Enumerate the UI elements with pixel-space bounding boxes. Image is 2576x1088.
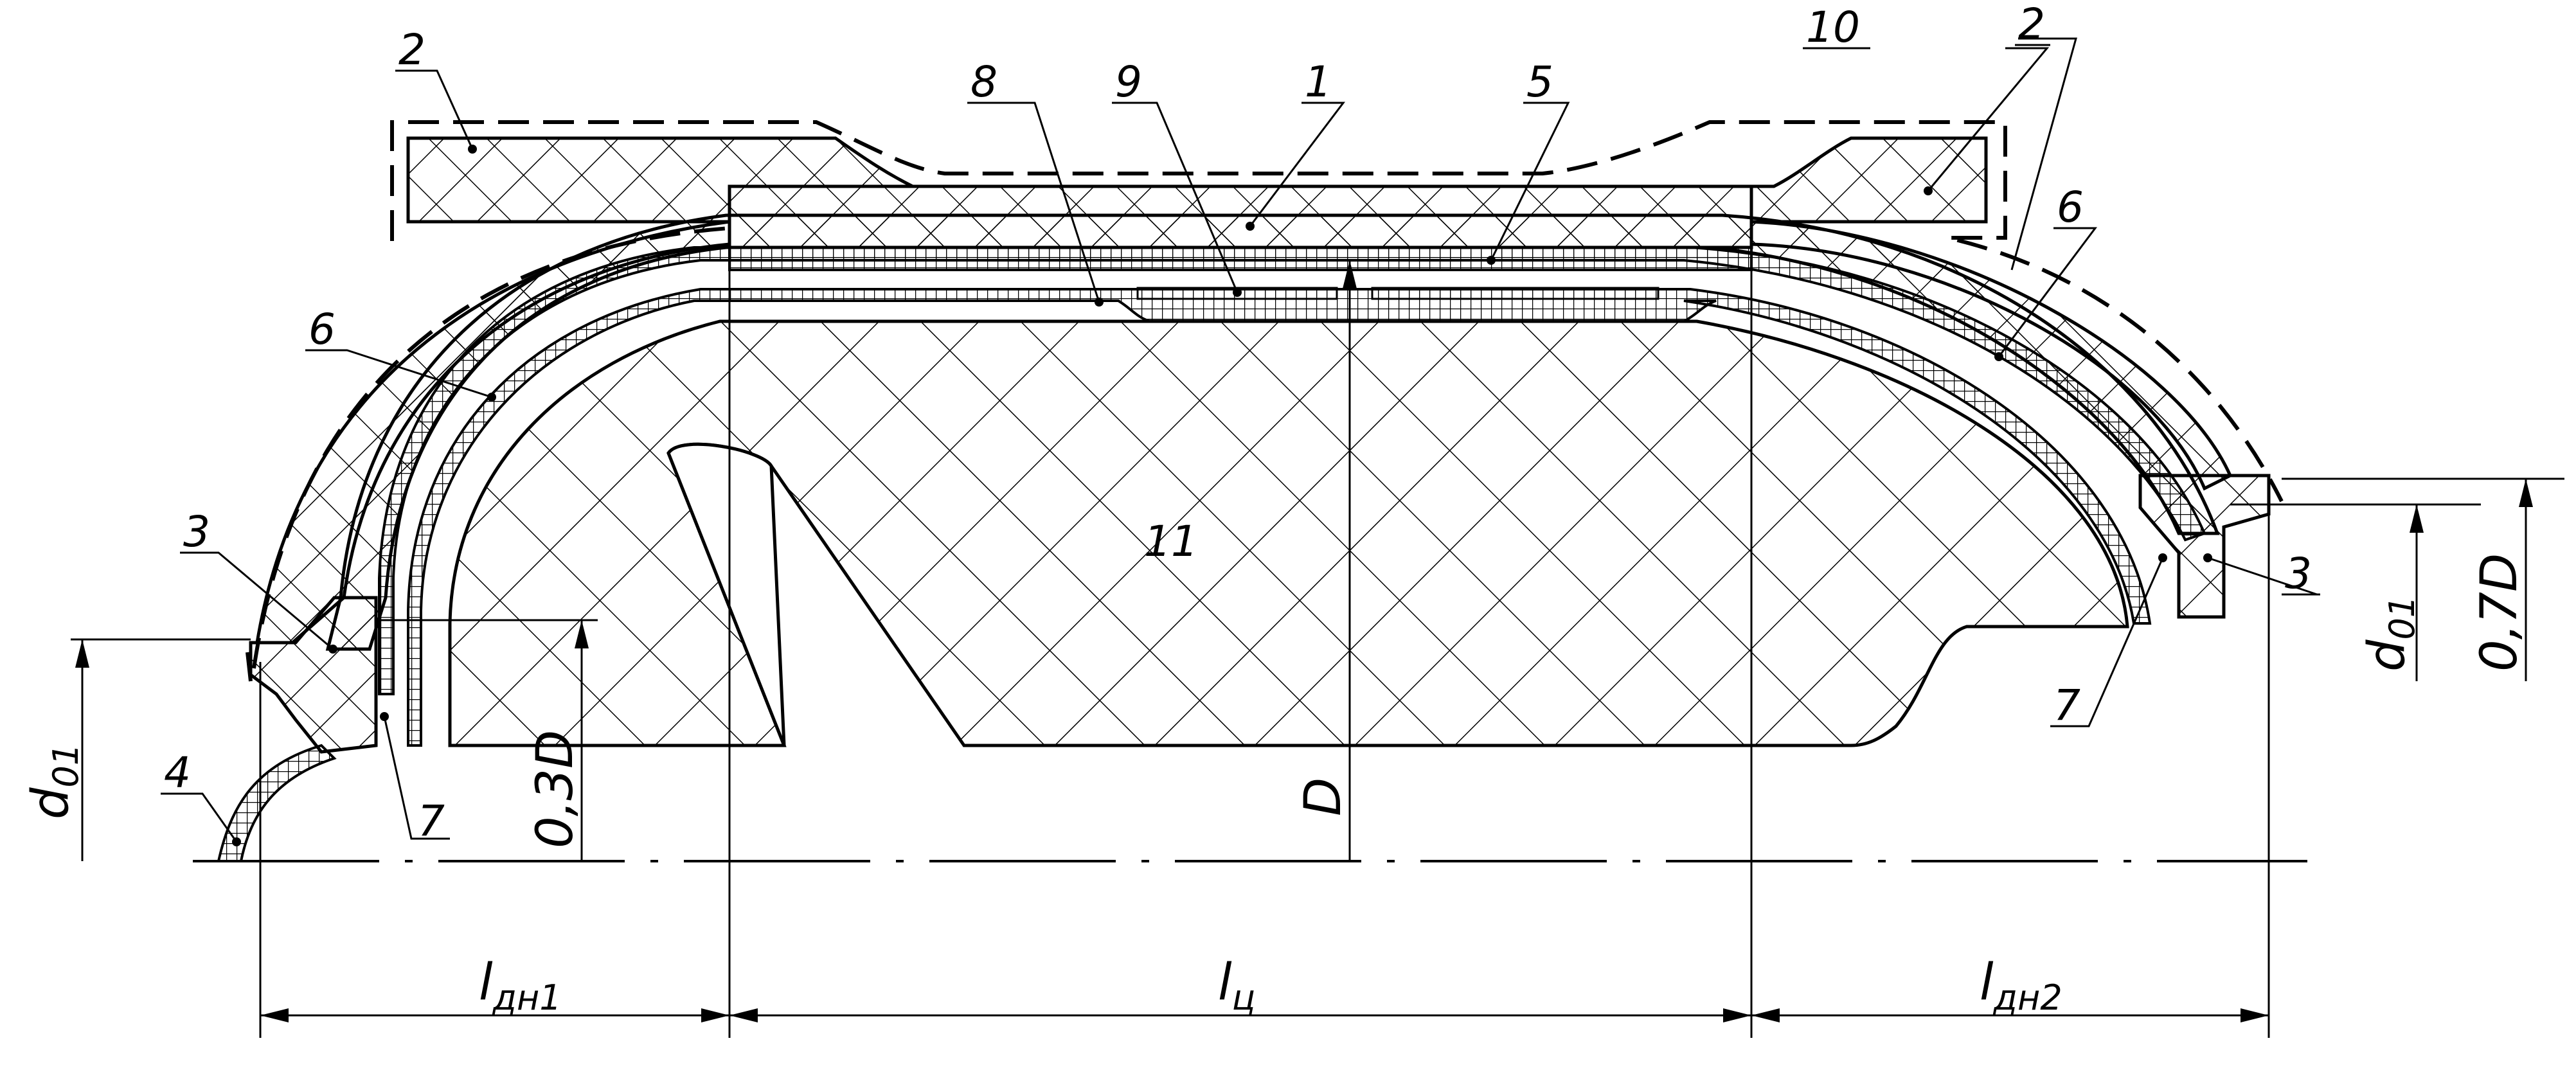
callout-7-left: 7 — [418, 796, 445, 846]
callout-6-right: 6 — [2057, 183, 2084, 232]
leader-dots — [232, 145, 2212, 846]
callout-3-right: 3 — [2285, 549, 2312, 598]
callout-7-right: 7 — [2053, 681, 2080, 730]
dim-label-d01-right: d01 — [2358, 596, 2422, 672]
cylinder-5-band — [728, 246, 1753, 271]
callout-underlines — [161, 44, 2320, 840]
ring-2-left — [406, 136, 914, 224]
dim-label-03d: 0,3D — [526, 730, 584, 848]
dim-label-07d: 0,7D — [2471, 553, 2528, 672]
core-slot — [666, 442, 786, 746]
fitting-3-right — [2138, 474, 2271, 619]
layer-9-strip — [1136, 287, 1659, 300]
callout-1: 1 — [1305, 57, 1332, 107]
dim-label-D: D — [1294, 778, 1352, 816]
callout-11: 11 — [1144, 517, 1198, 566]
dim-label-d01-left: d01 — [22, 744, 86, 819]
callout-2-right: 2 — [2018, 0, 2045, 49]
dim-label-l-gn2: lдн2 — [1980, 954, 2062, 1018]
inner-layer-liner — [407, 288, 2152, 747]
cylinder-1 — [728, 184, 1753, 249]
callout-3-left: 3 — [183, 507, 210, 557]
dim-label-l-c: lц — [1218, 954, 1255, 1018]
dim-label-l-gn1: lдн1 — [479, 954, 562, 1018]
callout-6-left: 6 — [309, 305, 335, 354]
core-body — [448, 319, 2129, 747]
callout-5: 5 — [1526, 57, 1553, 107]
callout-8: 8 — [970, 57, 997, 107]
callout-10: 10 — [1806, 3, 1860, 52]
ring-2-right — [1749, 136, 1988, 224]
fitting-3-left — [249, 596, 378, 754]
nozzle-4 — [217, 744, 337, 862]
layer-10-dashed — [246, 120, 2284, 682]
callout-4: 4 — [164, 748, 191, 798]
callout-9: 9 — [1115, 57, 1142, 107]
callout-2-left: 2 — [398, 25, 425, 75]
